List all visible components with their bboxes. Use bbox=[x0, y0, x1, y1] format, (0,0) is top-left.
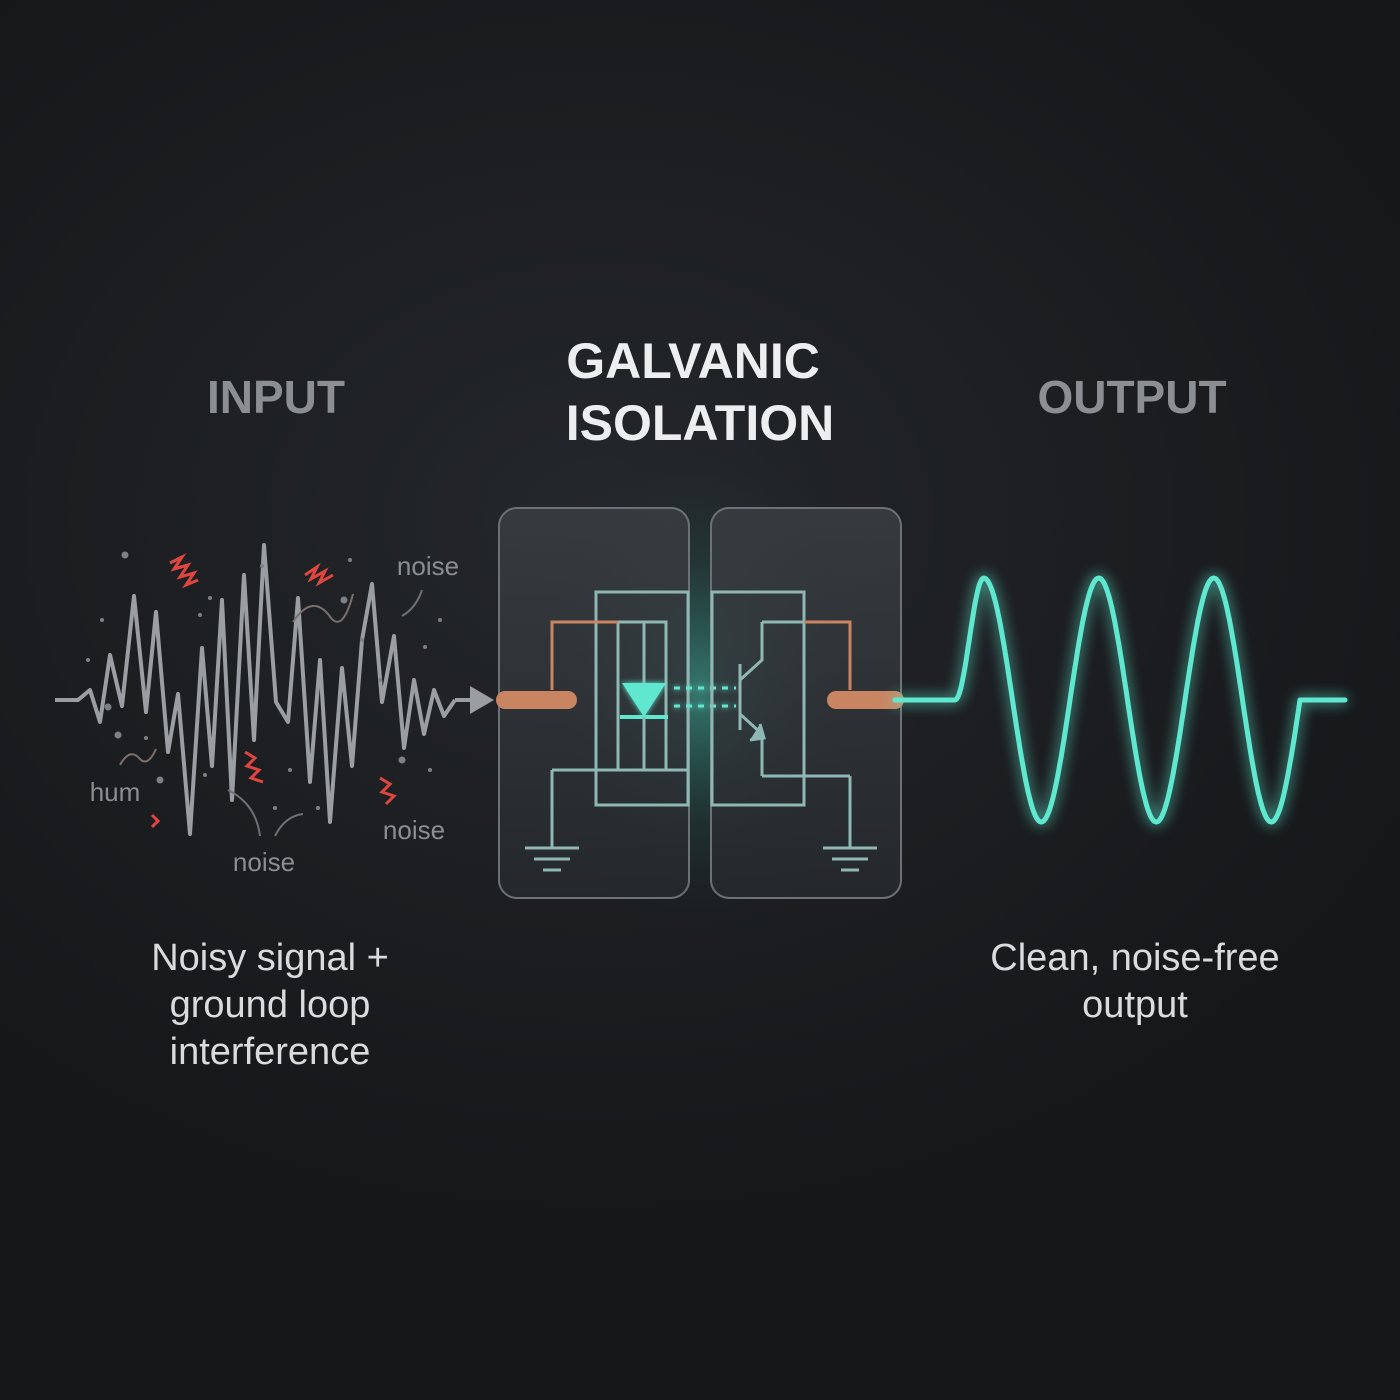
noise-particle bbox=[100, 618, 104, 622]
arrow-right-icon bbox=[455, 686, 494, 714]
clean-sine-waveform bbox=[892, 575, 1348, 825]
noise-particle bbox=[398, 756, 406, 764]
led-diode-icon bbox=[620, 622, 668, 770]
copper-input-trace bbox=[550, 620, 618, 690]
noise-particle bbox=[378, 678, 382, 682]
noisy-input-signal: noise noise noise hum bbox=[55, 543, 494, 877]
led-side-circuit bbox=[550, 590, 690, 848]
noise-particle bbox=[156, 776, 164, 784]
noise-particle bbox=[438, 618, 442, 622]
ground-icon bbox=[525, 846, 579, 872]
noise-particle bbox=[360, 638, 364, 642]
noise-particle bbox=[114, 731, 122, 739]
title-line-1: GALVANIC bbox=[566, 333, 820, 389]
noise-squiggles bbox=[150, 553, 397, 829]
input-heading: INPUT bbox=[207, 371, 345, 423]
phototransistor-icon bbox=[738, 622, 766, 776]
noise-label: noise bbox=[383, 815, 445, 845]
hum-curves bbox=[119, 593, 354, 766]
noise-particle bbox=[86, 658, 90, 662]
label-pointers bbox=[227, 589, 423, 837]
input-caption: Noisy signal + ground loop interference bbox=[151, 937, 389, 1073]
noise-particle bbox=[208, 596, 212, 600]
noise-particle bbox=[198, 613, 202, 617]
noise-particle bbox=[316, 806, 320, 810]
noise-particles bbox=[86, 551, 442, 810]
clean-output-signal bbox=[892, 575, 1348, 825]
noise-particle bbox=[104, 703, 112, 711]
page-title: GALVANIC ISOLATION bbox=[566, 333, 835, 451]
output-caption: Clean, noise-free output bbox=[990, 937, 1280, 1026]
noisy-waveform bbox=[55, 543, 457, 836]
noise-particle bbox=[203, 773, 207, 777]
noise-label: noise bbox=[233, 847, 295, 877]
optocoupler-module bbox=[496, 507, 904, 899]
hum-label: hum bbox=[90, 777, 141, 807]
noise-particle bbox=[340, 596, 348, 604]
noise-particle bbox=[288, 768, 292, 772]
noise-particle bbox=[348, 558, 352, 562]
noise-particle bbox=[428, 768, 432, 772]
noise-particle bbox=[121, 551, 129, 559]
noise-label: noise bbox=[397, 551, 459, 581]
copper-output-trace bbox=[804, 620, 852, 690]
noise-particle bbox=[144, 736, 148, 740]
ground-icon bbox=[823, 846, 877, 872]
noise-particle bbox=[423, 645, 427, 649]
noise-particle bbox=[273, 806, 277, 810]
output-heading: OUTPUT bbox=[1037, 371, 1226, 423]
light-emission bbox=[674, 686, 736, 708]
transistor-side-circuit bbox=[710, 590, 852, 848]
noise-particle bbox=[260, 564, 264, 568]
